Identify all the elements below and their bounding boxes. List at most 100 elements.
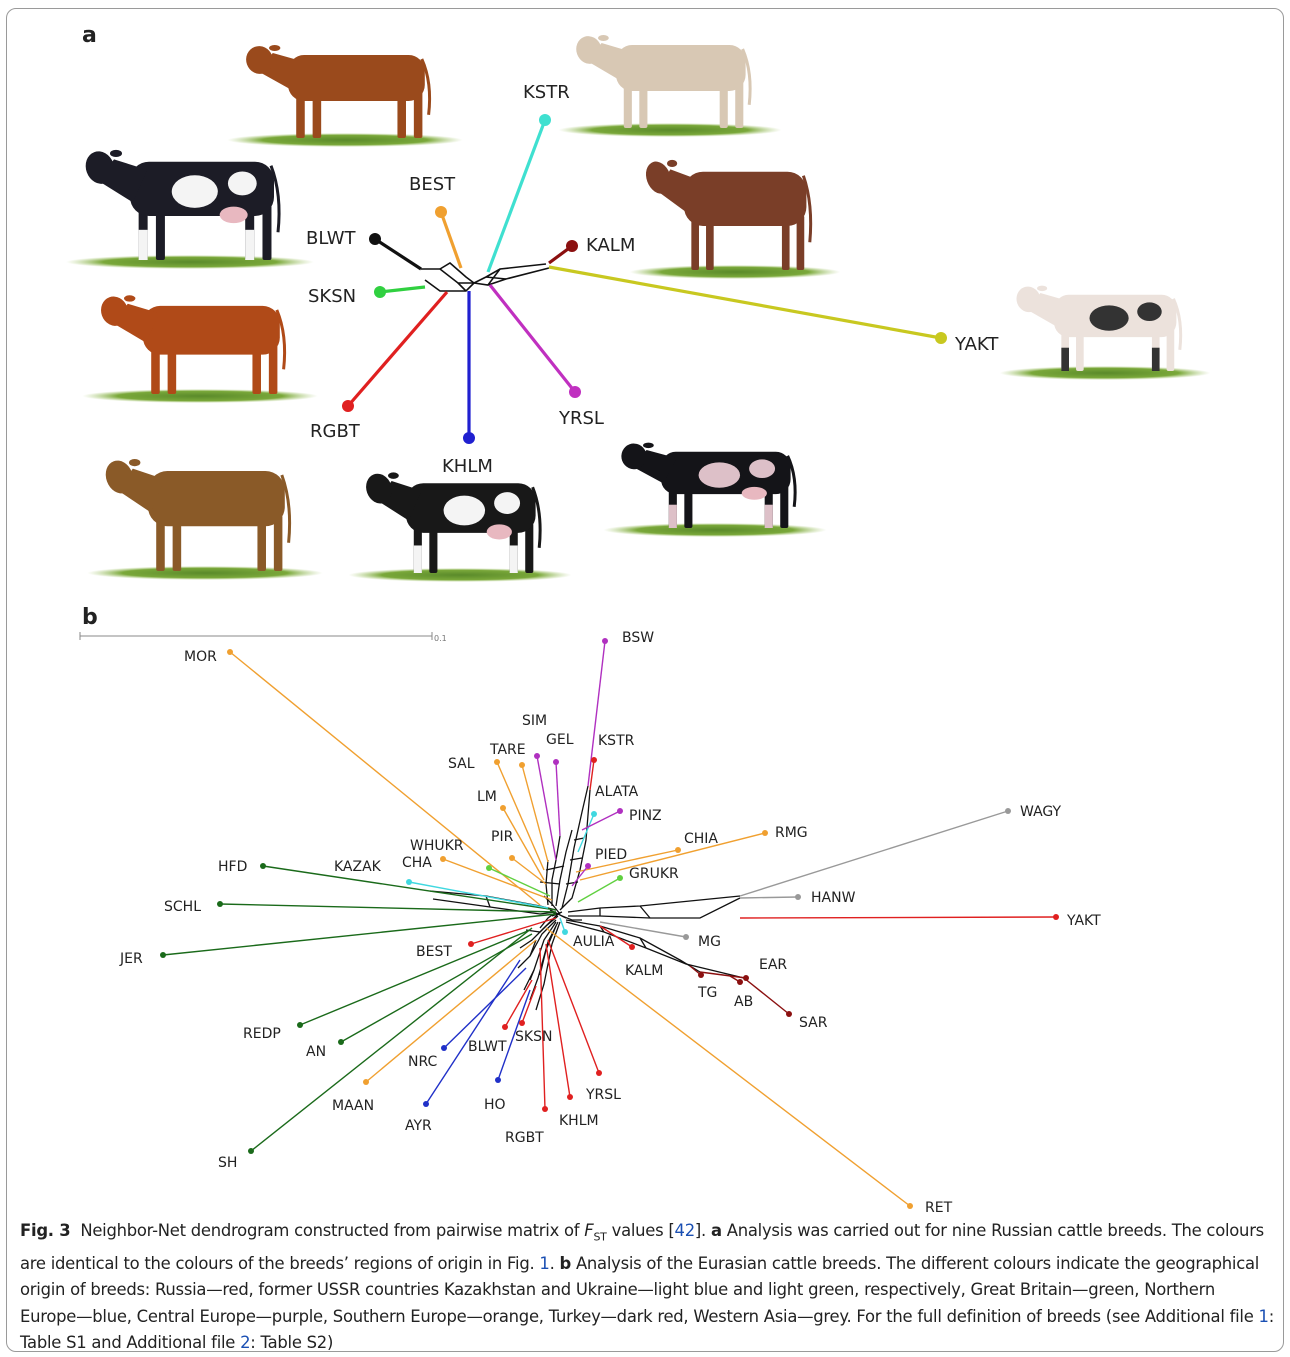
- b-node-sh-43: [248, 1148, 254, 1154]
- b-edge-bsw-1: [587, 640, 606, 787]
- b-label-hfd-15: HFD: [218, 859, 247, 875]
- b-edge-tare-3: [521, 764, 549, 863]
- b-label-kazak-16: KAZAK: [334, 859, 382, 875]
- ref-42-link[interactable]: 42: [674, 1221, 696, 1240]
- b-edge-cha-17: [442, 858, 553, 901]
- b-node-kazak-16: [406, 879, 412, 885]
- b-edge-maan-37: [365, 939, 537, 1083]
- b-node-yakt-22: [1053, 914, 1059, 920]
- b-node-yrsl-38: [596, 1070, 602, 1076]
- b-node-alata-7: [591, 811, 597, 817]
- b-edge-alata-7: [577, 813, 595, 853]
- b-edge-khlm-41: [545, 943, 571, 1098]
- b-edge-jer-23: [162, 913, 557, 956]
- b-label-pied-18: PIED: [595, 847, 627, 863]
- b-node-mor-0: [227, 649, 233, 655]
- b-edge-sim-2: [536, 755, 557, 861]
- a-node-rgbt: [342, 400, 354, 412]
- b-node-an-33: [338, 1039, 344, 1045]
- b-node-ret-44: [907, 1203, 913, 1209]
- b-edge-nrc-35: [443, 967, 527, 1049]
- a-edge-blwt: [374, 237, 422, 271]
- b-node-ho-39: [495, 1077, 501, 1083]
- b-edge-sksn-34: [521, 985, 537, 1024]
- figure-caption: Fig. 3 Neighbor-Net dendrogram construct…: [20, 1218, 1274, 1357]
- b-node-sal-6: [494, 759, 500, 765]
- cow-illustration-5: [82, 295, 318, 403]
- a-edge-yakt: [548, 265, 942, 340]
- b-node-hfd-15: [260, 863, 266, 869]
- b-node-tare-3: [519, 762, 525, 768]
- b-edge-chia-12: [575, 849, 679, 873]
- cow-illustration-6: [999, 285, 1211, 380]
- b-edge-mor-0: [229, 651, 541, 906]
- b-edge-sar-31: [743, 977, 790, 1015]
- b-label-sksn-34: SKSN: [515, 1029, 552, 1045]
- b-node-sim-2: [534, 753, 540, 759]
- b-node-sksn-34: [519, 1020, 525, 1026]
- b-edge-whukr-11: [488, 867, 551, 897]
- scale-bar: 0.1: [79, 632, 447, 643]
- b-label-hanw-21: HANW: [811, 890, 856, 906]
- b-edge-sh-43: [250, 927, 533, 1152]
- b-edge-rgbt-42: [539, 947, 546, 1110]
- caption-text-8: : Table S2): [250, 1333, 334, 1353]
- caption-text-1: Neighbor-Net dendrogram constructed from…: [80, 1221, 585, 1240]
- b-node-grukr-19: [617, 875, 623, 881]
- caption-fst-sub: ST: [593, 1230, 607, 1244]
- b-label-sh-43: SH: [218, 1155, 237, 1171]
- b-edge-rmg-13: [579, 832, 766, 881]
- b-label-khlm-41: KHLM: [559, 1113, 599, 1129]
- cow-illustration-2: [558, 35, 782, 137]
- b-node-rgbt-42: [542, 1106, 548, 1112]
- caption-fst-f: F: [584, 1221, 594, 1240]
- a-edge-best: [439, 211, 463, 269]
- b-edge-ho-39: [497, 989, 531, 1081]
- b-label-chia-12: CHIA: [684, 831, 718, 847]
- ref-fig1-link[interactable]: 1: [539, 1253, 550, 1273]
- b-edge-pied-18: [571, 865, 589, 887]
- a-label-rgbt: RGBT: [310, 421, 361, 442]
- b-node-nrc-35: [441, 1045, 447, 1051]
- b-edge-hanw-21: [739, 896, 799, 899]
- b-label-ayr-40: AYR: [405, 1118, 432, 1134]
- ref-file1-link[interactable]: 1: [1258, 1306, 1269, 1326]
- b-node-kalm-27: [629, 944, 635, 950]
- b-label-aulia-25: AULIA: [573, 934, 615, 950]
- b-node-ab-30: [737, 979, 743, 985]
- b-edge-kalm-27: [599, 925, 633, 948]
- a-node-sksn: [374, 286, 386, 298]
- b-edge-blwt-36: [504, 979, 533, 1028]
- b-node-sar-31: [786, 1011, 792, 1017]
- b-edge-kazak-16: [408, 881, 549, 909]
- network-a-splits: [421, 262, 550, 292]
- b-label-ret-44: RET: [925, 1200, 953, 1215]
- b-edge-gel-4: [555, 761, 561, 837]
- b-node-tg-29: [698, 972, 704, 978]
- b-label-sim-2: SIM: [522, 713, 547, 729]
- a-label-khlm: KHLM: [442, 456, 493, 477]
- b-node-blwt-36: [502, 1024, 508, 1030]
- b-node-wagy-14: [1005, 808, 1011, 814]
- a-node-kalm: [566, 240, 578, 252]
- b-node-cha-17: [440, 856, 446, 862]
- b-label-alata-7: ALATA: [595, 784, 639, 800]
- caption-b: b: [559, 1253, 572, 1273]
- b-node-ear-28: [743, 975, 749, 981]
- ref-file2-link[interactable]: 2: [240, 1333, 251, 1353]
- a-edge-kstr: [486, 119, 547, 273]
- b-label-maan-37: MAAN: [332, 1098, 374, 1114]
- b-label-pinz-9: PINZ: [629, 808, 662, 824]
- caption-text-7: : Table S1 and Additional file: [20, 1306, 1274, 1353]
- a-edge-rgbt: [346, 290, 449, 408]
- b-node-rmg-13: [762, 830, 768, 836]
- cow-illustrations: [66, 35, 1211, 582]
- caption-text-4: Analysis was carried out for nine Russia…: [20, 1221, 1264, 1273]
- b-node-chia-12: [675, 847, 681, 853]
- b-label-ear-28: EAR: [759, 957, 787, 973]
- caption-text-3: ].: [694, 1221, 711, 1240]
- b-edge-best-24: [470, 917, 557, 945]
- b-label-ab-30: AB: [734, 994, 753, 1010]
